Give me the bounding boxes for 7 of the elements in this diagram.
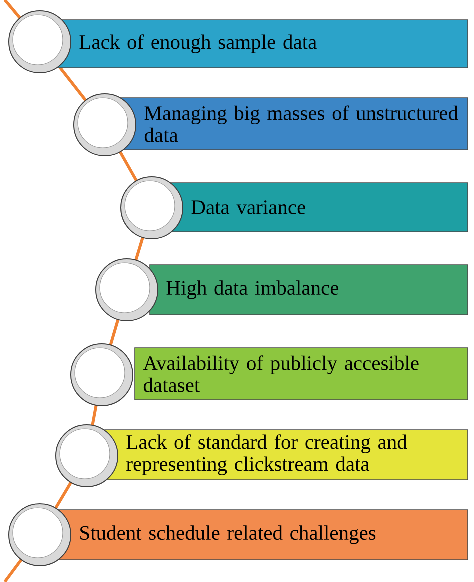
challenge-bar: Managing big masses of unstructured data <box>104 98 468 150</box>
challenge-bar: Lack of standard for creating and representing clickstream data <box>104 430 468 480</box>
challenge-bar: High data imbalance <box>150 264 468 316</box>
challenge-bar: Lack of enough sample data <box>44 20 468 68</box>
challenge-bar: Data variance <box>152 182 468 232</box>
challenge-bar: Availability of publicly accesible dataset <box>134 348 468 400</box>
challenge-bar: Student schedule related challenges <box>44 510 468 560</box>
